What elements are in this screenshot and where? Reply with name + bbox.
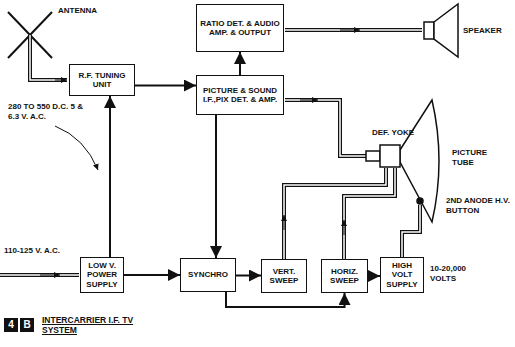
speaker-symbol <box>424 4 458 57</box>
horiz-yoke-lead <box>344 168 395 259</box>
antenna-label: ANTENNA <box>58 6 118 16</box>
video-lead <box>285 100 366 156</box>
box-text: SYNCHRO <box>188 270 228 279</box>
box-text: R.F. TUNING UNIT <box>73 71 131 89</box>
audio-box: RATIO DET. & AUDIO AMP. & OUTPUT <box>196 4 284 52</box>
voltage-label: 110-125 V. A.C. <box>4 246 74 256</box>
signal-connector <box>124 274 180 276</box>
sweep-box: HORIZ. SWEEP <box>321 259 368 293</box>
voltage-label: 280 TO 550 D.C. 5 & 6.3 V. A.C. <box>8 102 88 121</box>
box-text: HIGH VOLT SUPPLY <box>384 261 420 289</box>
box-text: RATIO DET. & AUDIO AMP. & OUTPUT <box>200 19 280 37</box>
box-text: LOW V. POWER SUPPLY <box>84 261 120 289</box>
yoke-label: DEF. YOKE <box>372 128 422 138</box>
voltage-label: 10-20,000 VOLTS <box>430 264 492 283</box>
mains-lead <box>0 273 79 277</box>
synchro-box: SYNCHRO <box>180 258 236 292</box>
power-box: LOW V. POWER SUPPLY <box>80 257 124 293</box>
deflection-yoke <box>380 145 400 167</box>
if-box: PICTURE & SOUND I.F.,PIX DET. & AMP. <box>196 75 284 115</box>
box-text: PICTURE & SOUND I.F.,PIX DET. & AMP. <box>200 86 280 104</box>
box-text: HORIZ. SWEEP <box>325 267 364 285</box>
leader-line <box>55 126 98 170</box>
sweep-box: VERT. SWEEP <box>261 259 307 293</box>
vert-yoke-lead <box>284 168 386 259</box>
hv-lead <box>402 205 420 257</box>
signal-connector <box>236 275 261 277</box>
figure-number: B <box>20 318 34 332</box>
supply-box: HIGH VOLT SUPPLY <box>380 257 424 293</box>
tuner-box: R.F. TUNING UNIT <box>69 64 135 96</box>
box-text: VERT. SWEEP <box>265 267 303 285</box>
signal-connector <box>239 52 241 75</box>
anode-label: 2ND ANODE H.V. BUTTON <box>446 196 510 215</box>
signal-connector <box>109 96 111 257</box>
signal-connector <box>135 85 196 87</box>
picture-tube <box>366 100 439 222</box>
anode-button <box>417 198 423 204</box>
figure-number: 4 <box>4 318 18 332</box>
audio-lead <box>285 28 422 32</box>
tube-label: PICTURE TUBE <box>452 148 504 167</box>
figure-caption: INTERCARRIER I.F. TV SYSTEM <box>42 315 162 335</box>
signal-connector <box>226 292 345 307</box>
signal-connector <box>215 115 217 258</box>
antenna-lead <box>30 35 67 80</box>
speaker-label: SPEAKER <box>463 26 513 36</box>
signal-connector <box>368 275 380 277</box>
